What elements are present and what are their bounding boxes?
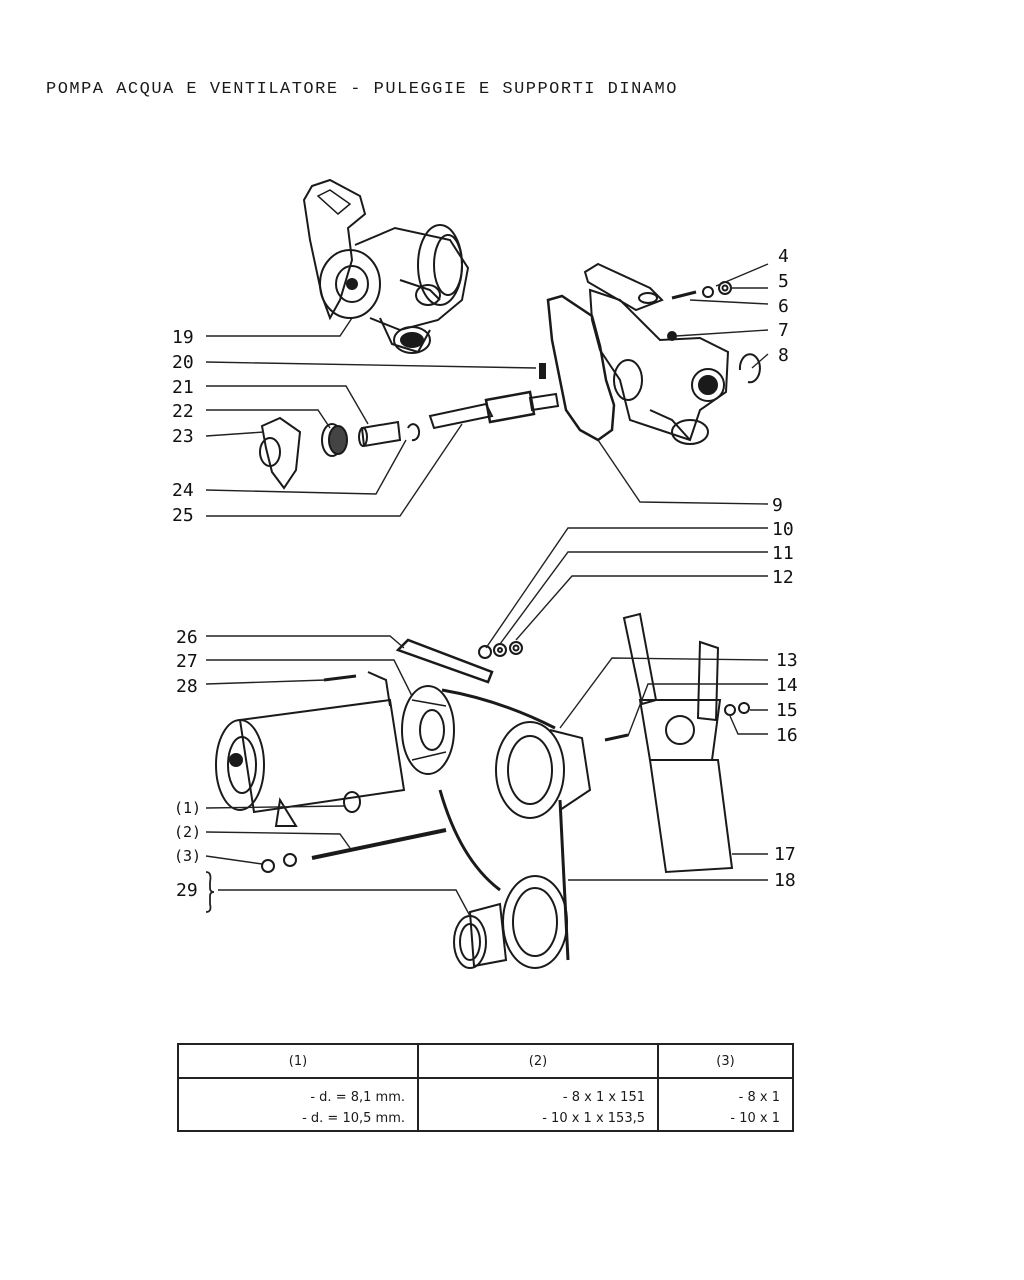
spec-2-line-2: - 10 x 1 x 153,5 bbox=[542, 1111, 645, 1126]
callout-11: 11 bbox=[772, 543, 794, 564]
callout-labels: 4 5 6 7 8 9 10 11 12 13 14 15 16 17 18 1… bbox=[172, 246, 798, 901]
leader-lines bbox=[205, 263, 769, 917]
dynamo bbox=[215, 671, 455, 827]
pump-gasket bbox=[546, 294, 616, 442]
dynamo-long-bolt bbox=[311, 828, 447, 860]
callout-29: 29 bbox=[176, 880, 198, 901]
callout-25: 25 bbox=[172, 505, 194, 526]
washer-nut-set bbox=[478, 641, 523, 659]
spec-1-line-1: - d. = 8,1 mm. bbox=[310, 1090, 405, 1105]
callout-10: 10 bbox=[772, 519, 794, 540]
callout-12: 12 bbox=[772, 567, 794, 588]
callout-21: 21 bbox=[172, 377, 194, 398]
spec-header-3: (3) bbox=[657, 1043, 794, 1079]
callout-part-1: (1) bbox=[174, 799, 201, 817]
callout-26: 26 bbox=[176, 627, 198, 648]
callout-16: 16 bbox=[776, 725, 798, 746]
callout-28: 28 bbox=[176, 676, 198, 697]
bracket-bolt bbox=[323, 674, 357, 682]
group-brace bbox=[205, 871, 215, 913]
callout-19: 19 bbox=[172, 327, 194, 348]
spec-2-line-1: - 8 x 1 x 151 bbox=[562, 1090, 645, 1105]
spec-cell-1: - d. = 8,1 mm. - d. = 10,5 mm. bbox=[177, 1077, 419, 1132]
callout-24: 24 bbox=[172, 480, 194, 501]
callout-13: 13 bbox=[776, 650, 798, 671]
cooling-fan bbox=[604, 612, 750, 874]
callout-9: 9 bbox=[772, 495, 783, 516]
spec-cell-2: - 8 x 1 x 151 - 10 x 1 x 153,5 bbox=[417, 1077, 659, 1132]
fan-pulley bbox=[495, 721, 592, 819]
dynamo-nuts bbox=[261, 853, 297, 873]
spec-cell-3: - 8 x 1 - 10 x 1 bbox=[657, 1077, 794, 1132]
callout-22: 22 bbox=[172, 401, 194, 422]
spec-header-2: (2) bbox=[417, 1043, 659, 1079]
callout-18: 18 bbox=[774, 870, 796, 891]
callout-14: 14 bbox=[776, 675, 798, 696]
callout-6: 6 bbox=[778, 296, 789, 317]
spec-3-line-1: - 8 x 1 bbox=[738, 1090, 780, 1105]
spec-1-line-2: - d. = 10,5 mm. bbox=[302, 1111, 405, 1126]
crankshaft-pulley bbox=[453, 875, 568, 969]
callout-15: 15 bbox=[776, 700, 798, 721]
exploded-parts-diagram: 4 5 6 7 8 9 10 11 12 13 14 15 16 17 18 1… bbox=[172, 178, 798, 969]
pump-housing bbox=[583, 262, 730, 445]
callout-27: 27 bbox=[176, 651, 198, 672]
callout-part-3: (3) bbox=[174, 847, 201, 865]
water-pump-assembly bbox=[302, 178, 470, 354]
callout-part-2: (2) bbox=[174, 823, 201, 841]
page-title: POMPA ACQUA E VENTILATORE - PULEGGIE E S… bbox=[46, 80, 678, 99]
callout-20: 20 bbox=[172, 352, 194, 373]
pump-shaft-assembly bbox=[259, 390, 560, 490]
variant-spec-table: (1) (2) (3) - d. = 8,1 mm. - d. = 10,5 m… bbox=[177, 1043, 794, 1132]
callout-7: 7 bbox=[778, 320, 789, 341]
callout-5: 5 bbox=[778, 271, 789, 292]
callout-4: 4 bbox=[778, 246, 789, 267]
spec-3-line-2: - 10 x 1 bbox=[730, 1111, 780, 1126]
callout-17: 17 bbox=[774, 844, 796, 865]
spec-header-1: (1) bbox=[177, 1043, 419, 1079]
callout-23: 23 bbox=[172, 426, 194, 447]
adjusting-bracket bbox=[395, 638, 494, 684]
callout-8: 8 bbox=[778, 345, 789, 366]
